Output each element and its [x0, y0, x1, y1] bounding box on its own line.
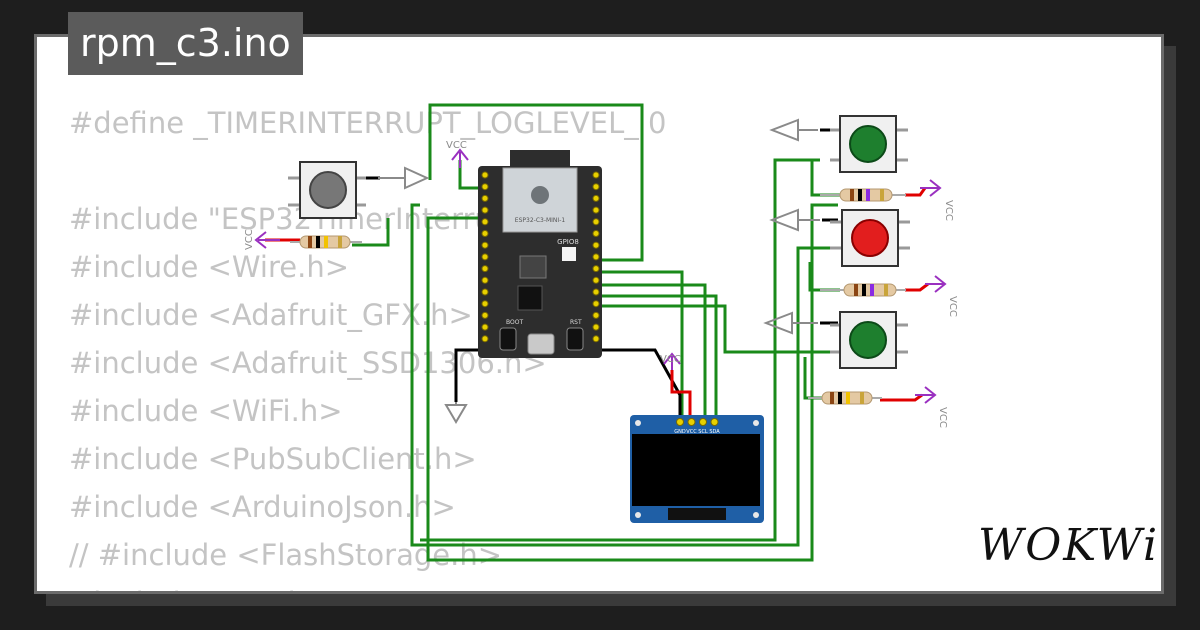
header-pin[interactable]: [592, 194, 600, 202]
rst-button[interactable]: [566, 327, 584, 351]
oled-pin-label: SCL: [698, 429, 708, 435]
header-pin[interactable]: [481, 323, 489, 331]
header-pin[interactable]: [592, 288, 600, 296]
header-pin[interactable]: [481, 241, 489, 249]
oled-pin-label: VCC: [686, 429, 697, 435]
header-pin[interactable]: [481, 335, 489, 343]
green-wires: [352, 103, 840, 562]
pushbutton-gray[interactable]: [288, 161, 366, 219]
wokwi-logo: WOKWi: [978, 520, 1160, 571]
header-pin[interactable]: [481, 218, 489, 226]
esp32-c3-board[interactable]: ESP32-C3-MINI-1 GPIO8 BOOT RST: [478, 150, 602, 358]
red-wires: [265, 187, 929, 420]
button-cap[interactable]: [849, 321, 887, 359]
oled-pin[interactable]: [676, 418, 684, 426]
header-pin[interactable]: [592, 241, 600, 249]
header-pin[interactable]: [592, 206, 600, 214]
header-pin[interactable]: [592, 218, 600, 226]
pushbutton-red[interactable]: [830, 209, 910, 267]
oled-screen: [632, 434, 760, 506]
header-pin[interactable]: [592, 300, 600, 308]
vcc-label-board: VCC: [446, 140, 467, 151]
header-pin[interactable]: [592, 335, 600, 343]
oled-pin-label: GND: [674, 429, 686, 435]
header-pin[interactable]: [592, 323, 600, 331]
vcc-label-r2: VCC: [947, 296, 958, 317]
header-pin[interactable]: [481, 183, 489, 191]
oled-pin[interactable]: [710, 418, 719, 426]
pin-header-left: [481, 171, 489, 343]
resistor[interactable]: [290, 235, 362, 249]
button-cap[interactable]: [309, 171, 347, 209]
oled-pin[interactable]: [687, 418, 696, 426]
header-pin[interactable]: [592, 265, 600, 273]
vcc-label-left: VCC: [244, 229, 255, 250]
pushbutton-green-top[interactable]: [830, 115, 908, 173]
button-cap[interactable]: [851, 219, 889, 257]
button-cap[interactable]: [849, 125, 887, 163]
rgb-led: [562, 247, 576, 261]
pushbutton-green-bottom[interactable]: [830, 311, 908, 369]
header-pin[interactable]: [481, 265, 489, 273]
vcc-label-oled: VCC: [660, 354, 681, 365]
code-listing: #define _TIMERINTERRUPT_LOGLEVEL_ 0 #incl…: [69, 99, 667, 591]
header-pin[interactable]: [481, 230, 489, 237]
oled-pin-label: SDA: [709, 429, 720, 435]
gnd-symbols: [378, 118, 820, 424]
header-pin[interactable]: [481, 194, 489, 202]
oled-pin[interactable]: [699, 418, 707, 426]
resistor[interactable]: [820, 188, 906, 202]
header-pin[interactable]: [481, 288, 489, 296]
rst-label: RST: [570, 319, 582, 326]
header-pin[interactable]: [481, 206, 489, 214]
code-line: #include <ArduinoJson.h>: [69, 490, 456, 524]
header-pin[interactable]: [592, 253, 600, 261]
header-pin[interactable]: [481, 253, 489, 261]
header-pin[interactable]: [592, 311, 600, 319]
header-pin[interactable]: [481, 276, 489, 284]
chip: [517, 285, 543, 311]
header-pin[interactable]: [481, 300, 489, 308]
header-pin[interactable]: [592, 276, 600, 284]
code-line: #define _TIMERINTERRUPT_LOGLEVEL_ 0: [69, 106, 667, 140]
code-line: #include "OTA.h": [69, 579, 666, 591]
code-line: #include <PubSubClient.h>: [69, 442, 477, 476]
header-pin[interactable]: [592, 171, 600, 179]
vcc-symbols: [254, 148, 947, 404]
boot-button[interactable]: [499, 327, 517, 351]
file-tab[interactable]: rpm_c3.ino: [68, 12, 303, 75]
espressif-logo-icon: [531, 186, 549, 204]
header-pin[interactable]: [481, 311, 489, 319]
resistor[interactable]: [820, 283, 906, 297]
boot-label: BOOT: [506, 319, 523, 326]
header-pin[interactable]: [592, 183, 600, 191]
resistor[interactable]: [808, 391, 882, 405]
usb-port[interactable]: [527, 333, 555, 355]
vcc-label-r3: VCC: [937, 407, 948, 428]
header-pin[interactable]: [592, 230, 600, 237]
gpio8-label: GPIO8: [557, 238, 579, 246]
header-pin[interactable]: [481, 171, 489, 179]
code-line: #include <Wire.h>: [69, 250, 350, 284]
vcc-label-r1: VCC: [943, 200, 954, 221]
module-label: ESP32-C3-MINI-1: [515, 217, 566, 224]
pin-header-right: [592, 171, 600, 343]
code-line: #include <WiFi.h>: [69, 394, 343, 428]
